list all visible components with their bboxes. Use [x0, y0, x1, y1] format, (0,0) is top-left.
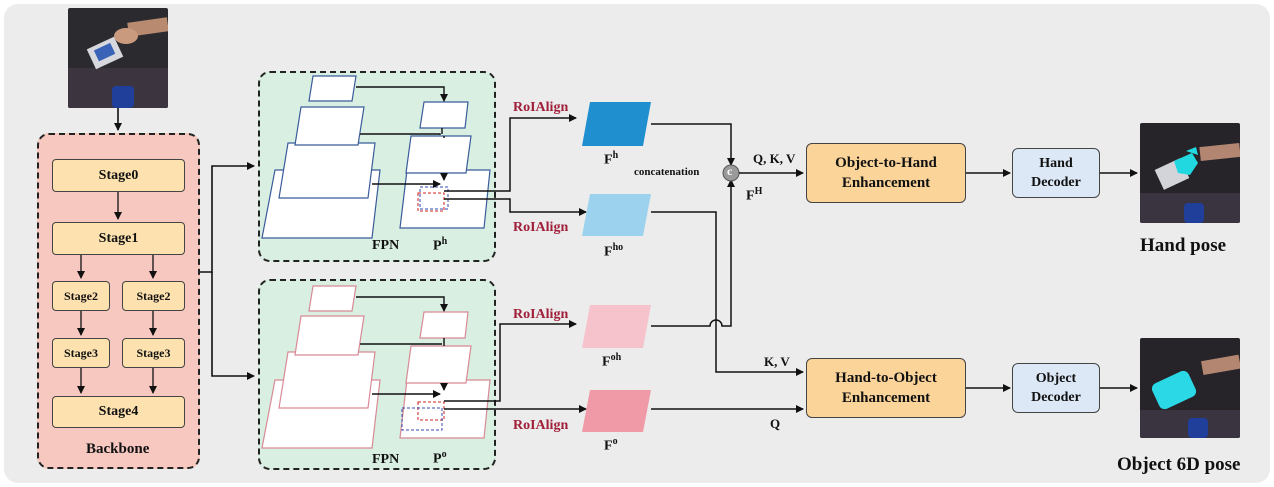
o2h-label: Object-to-Hand Enhancement — [835, 155, 937, 191]
object-decoder: Object Decoder — [1012, 363, 1100, 413]
backbone-label: Backbone — [86, 441, 150, 457]
roialign-label-hand-bottom: RoIAlign — [513, 220, 569, 235]
f-o-feature — [582, 390, 651, 432]
hand-p-sup: h — [441, 236, 448, 247]
f-H-sup: H — [754, 186, 763, 197]
stage1-label: Stage1 — [98, 230, 139, 246]
stage2-right-block: Stage2 — [122, 281, 185, 311]
f-h-main: F — [604, 152, 613, 168]
roialign-label-object-top: RoIAlign — [513, 307, 569, 322]
object-to-hand-enhancement: Object-to-Hand Enhancement — [806, 143, 966, 203]
stage3-left-label: Stage3 — [64, 345, 98, 360]
f-oh-label: Foh — [602, 352, 621, 371]
stage2-left-block: Stage2 — [52, 281, 110, 311]
object-pose-label: Object 6D pose — [1117, 454, 1241, 475]
f-oh-sup: oh — [610, 352, 622, 363]
input-image — [68, 8, 168, 108]
hand-pose-output-image — [1140, 123, 1240, 223]
qkv-label: Q, K, V — [753, 151, 796, 166]
roialign-label-hand-top: RoIAlign — [513, 100, 569, 115]
object-p-label: Po — [433, 449, 447, 468]
f-o-sup: o — [612, 436, 618, 447]
q-label: Q — [770, 416, 781, 431]
f-ho-main: F — [604, 244, 613, 260]
hand-fpn-label: FPN — [372, 238, 400, 253]
hand-fpn-pyramid — [261, 75, 491, 239]
object-decoder-label: Object Decoder — [1031, 371, 1081, 405]
f-oh-feature — [582, 305, 651, 348]
hand-to-object-enhancement: Hand-to-Object Enhancement — [806, 358, 966, 418]
stage2-right-label: Stage2 — [136, 288, 171, 303]
object-p-sup: o — [441, 449, 447, 460]
object-fpn-label: FPN — [372, 452, 400, 467]
concatenation-symbol: c — [727, 164, 733, 178]
object-p-main: P — [433, 451, 442, 467]
stage4-block: Stage4 — [52, 396, 185, 428]
hand-pose-label: Hand pose — [1140, 235, 1227, 256]
stage3-right-label: Stage3 — [136, 345, 171, 360]
stage1-block: Stage1 — [52, 222, 185, 255]
f-h-sup: h — [612, 150, 619, 161]
hand-p-main: P — [433, 238, 442, 254]
f-ho-sup: ho — [612, 242, 624, 253]
f-oh-main: F — [602, 354, 611, 370]
stage0-label: Stage0 — [98, 167, 139, 183]
f-h-feature — [582, 102, 651, 146]
roialign-label-object-bottom: RoIAlign — [513, 418, 569, 433]
stage2-left-label: Stage2 — [64, 288, 98, 303]
f-H-label: FH — [746, 186, 762, 205]
stage4-label: Stage4 — [98, 404, 139, 419]
concatenation-label: concatenation — [634, 166, 700, 178]
f-ho-feature — [582, 194, 651, 236]
stage3-left-block: Stage3 — [52, 338, 110, 368]
h2o-label: Hand-to-Object Enhancement — [835, 370, 937, 406]
f-H-main: F — [746, 188, 755, 204]
hand-decoder: Hand Decoder — [1012, 148, 1100, 198]
hand-decoder-label: Hand Decoder — [1031, 156, 1081, 190]
kv-label: K, V — [764, 354, 790, 369]
stage3-right-block: Stage3 — [122, 338, 185, 368]
hand-p-label: Ph — [433, 236, 447, 255]
stage0-block: Stage0 — [52, 159, 185, 192]
f-ho-label: Fho — [604, 242, 623, 261]
f-h-label: Fh — [604, 150, 618, 169]
f-o-label: Fo — [604, 436, 618, 455]
object-fpn-pyramid — [261, 285, 491, 449]
f-o-main: F — [604, 438, 613, 454]
object-pose-output-image — [1140, 338, 1240, 438]
